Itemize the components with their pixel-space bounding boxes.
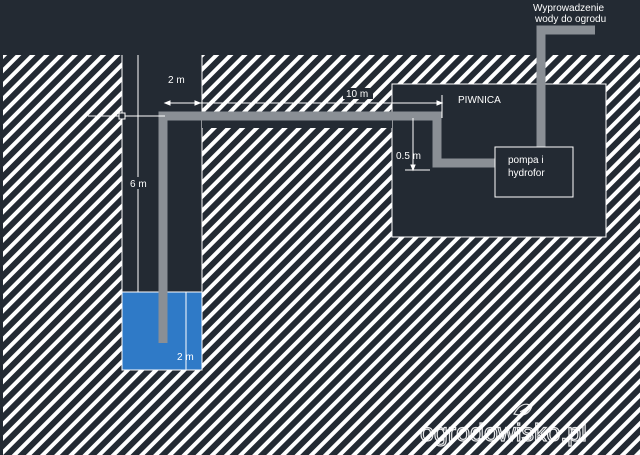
pump-box [494, 146, 574, 198]
dim-label-2m-horizontal: 2 m [168, 75, 185, 86]
pump-label-line1: pompa i [508, 155, 544, 166]
garden-outlet-pipe [536, 25, 595, 147]
watermark-logo: ogrodowisko.pl [419, 403, 587, 448]
dim-label-2m-water: 2 m [177, 352, 194, 363]
dimension-lines [88, 55, 444, 370]
dim-label-6m: 6 m [130, 179, 147, 190]
dim-label-10m-bg [343, 88, 373, 99]
dim-label-6m-bg [128, 177, 150, 189]
watermark-text: ogrodowisko.pl [420, 419, 587, 447]
garden-outlet-label-line1: Wyprowadzenie [533, 3, 604, 14]
dim-label-0-5m: 0.5 m [396, 151, 421, 162]
dim-label-10m: 10 m [346, 89, 368, 100]
pump-label-line2: hydrofor [508, 168, 545, 179]
garden-outlet-label-line2: wody do ogrodu [534, 14, 606, 25]
cellar-label: PIWNICA [458, 95, 501, 106]
leaf-icon [513, 403, 533, 416]
suction-pipe [158, 111, 495, 343]
